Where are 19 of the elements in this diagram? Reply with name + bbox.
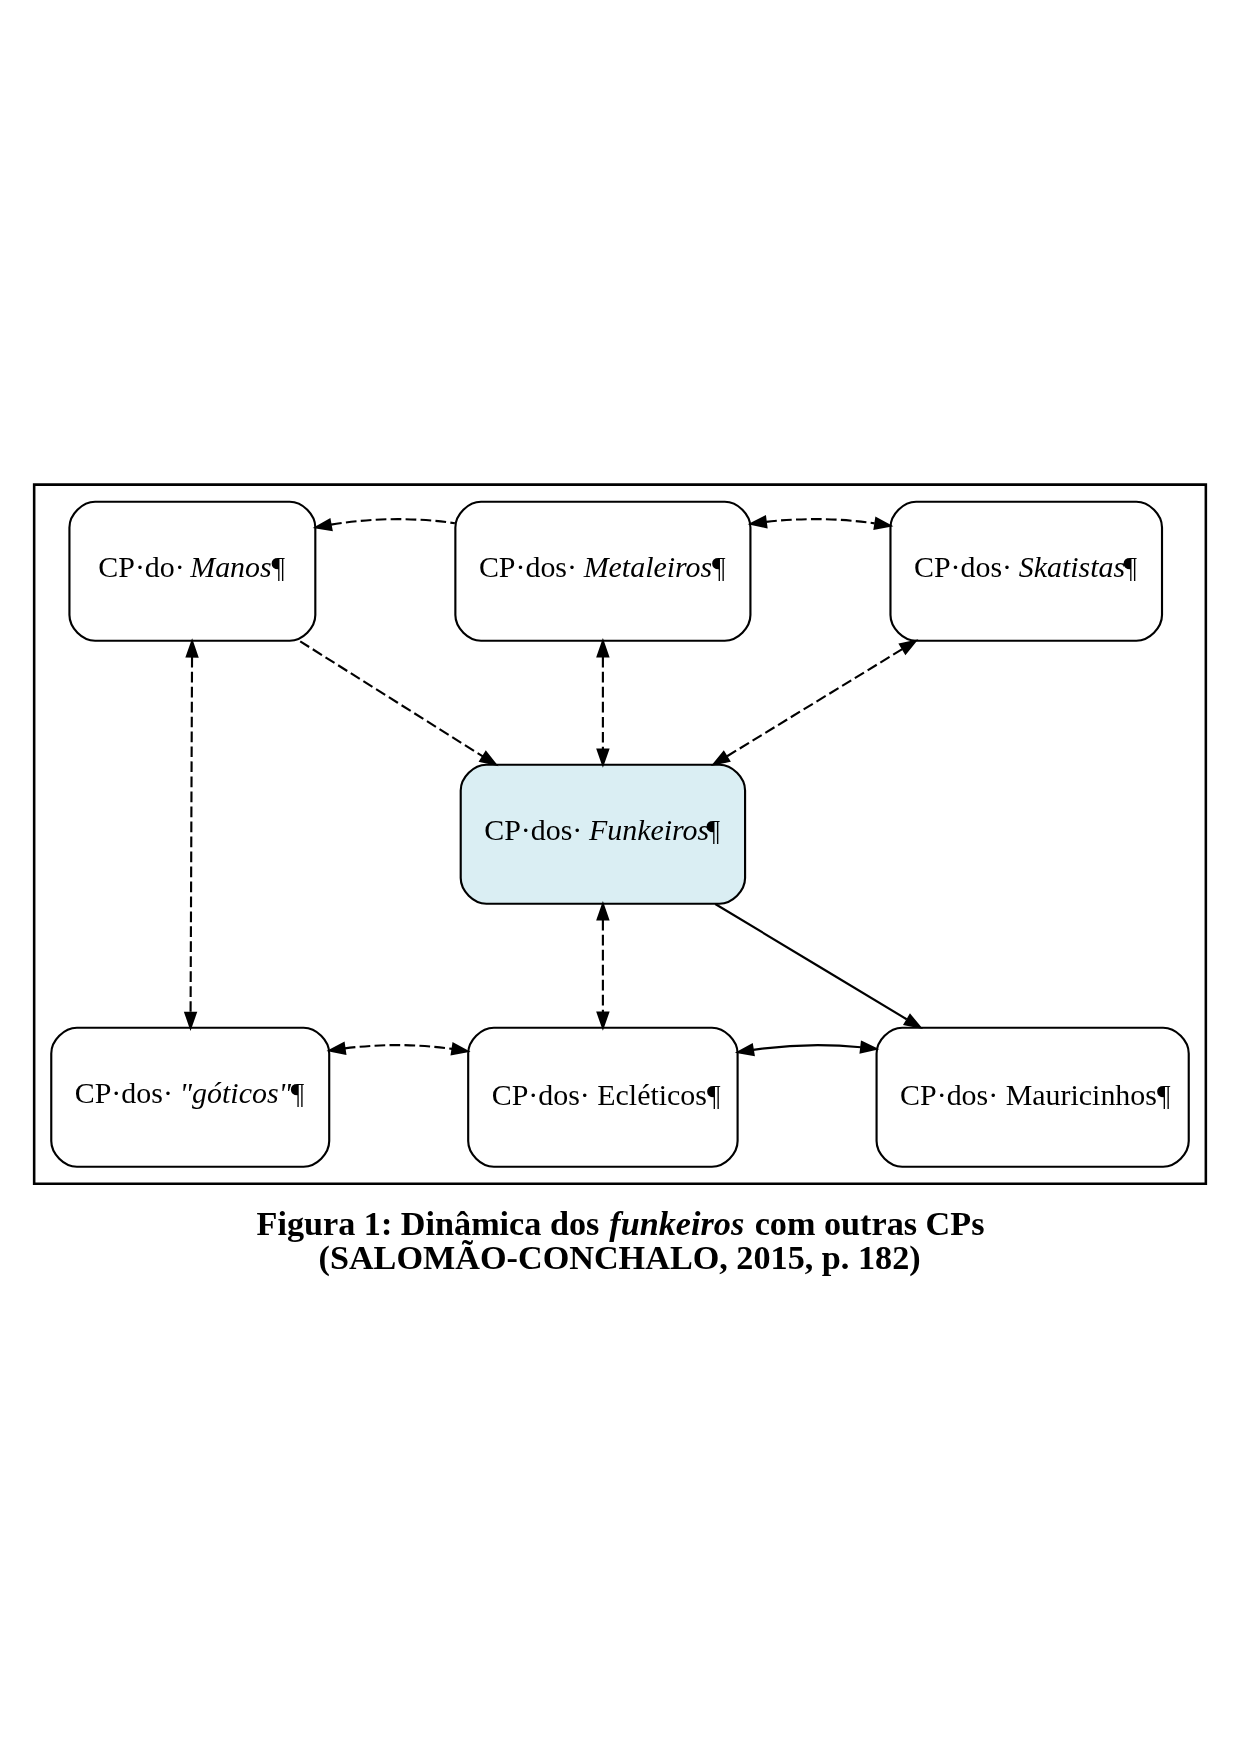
arrow — [299, 640, 499, 767]
arrow — [714, 903, 923, 1030]
arrow — [734, 1040, 880, 1057]
node-box: CP·dos· Mauricinhos¶ — [875, 1026, 1190, 1168]
caption: Figura 1: Dinâmica dos funkeiros com outras CPs (SALOMÃO-CONCHALO, 2015, p. 182) — [256, 1204, 985, 1276]
arrow — [183, 638, 199, 1031]
arrow — [747, 515, 894, 530]
node-box: CP·dos· "góticos"¶ — [50, 1026, 331, 1168]
node-box: CP·dos· Funkeiros¶ — [459, 763, 747, 905]
arrow — [710, 639, 919, 767]
node-box: CP·dos· Ecléticos¶ — [467, 1026, 739, 1168]
node-box: CP·dos· Metaleiros¶ — [454, 500, 752, 642]
cluster — [32, 483, 1208, 1186]
node-box: CP·do· Manos¶ — [68, 500, 317, 642]
arrow — [596, 638, 610, 768]
node-box: CP·dos· Skatistas¶ — [889, 500, 1164, 642]
arrow — [596, 901, 610, 1031]
arrow — [326, 1041, 471, 1056]
arrow — [312, 517, 456, 532]
